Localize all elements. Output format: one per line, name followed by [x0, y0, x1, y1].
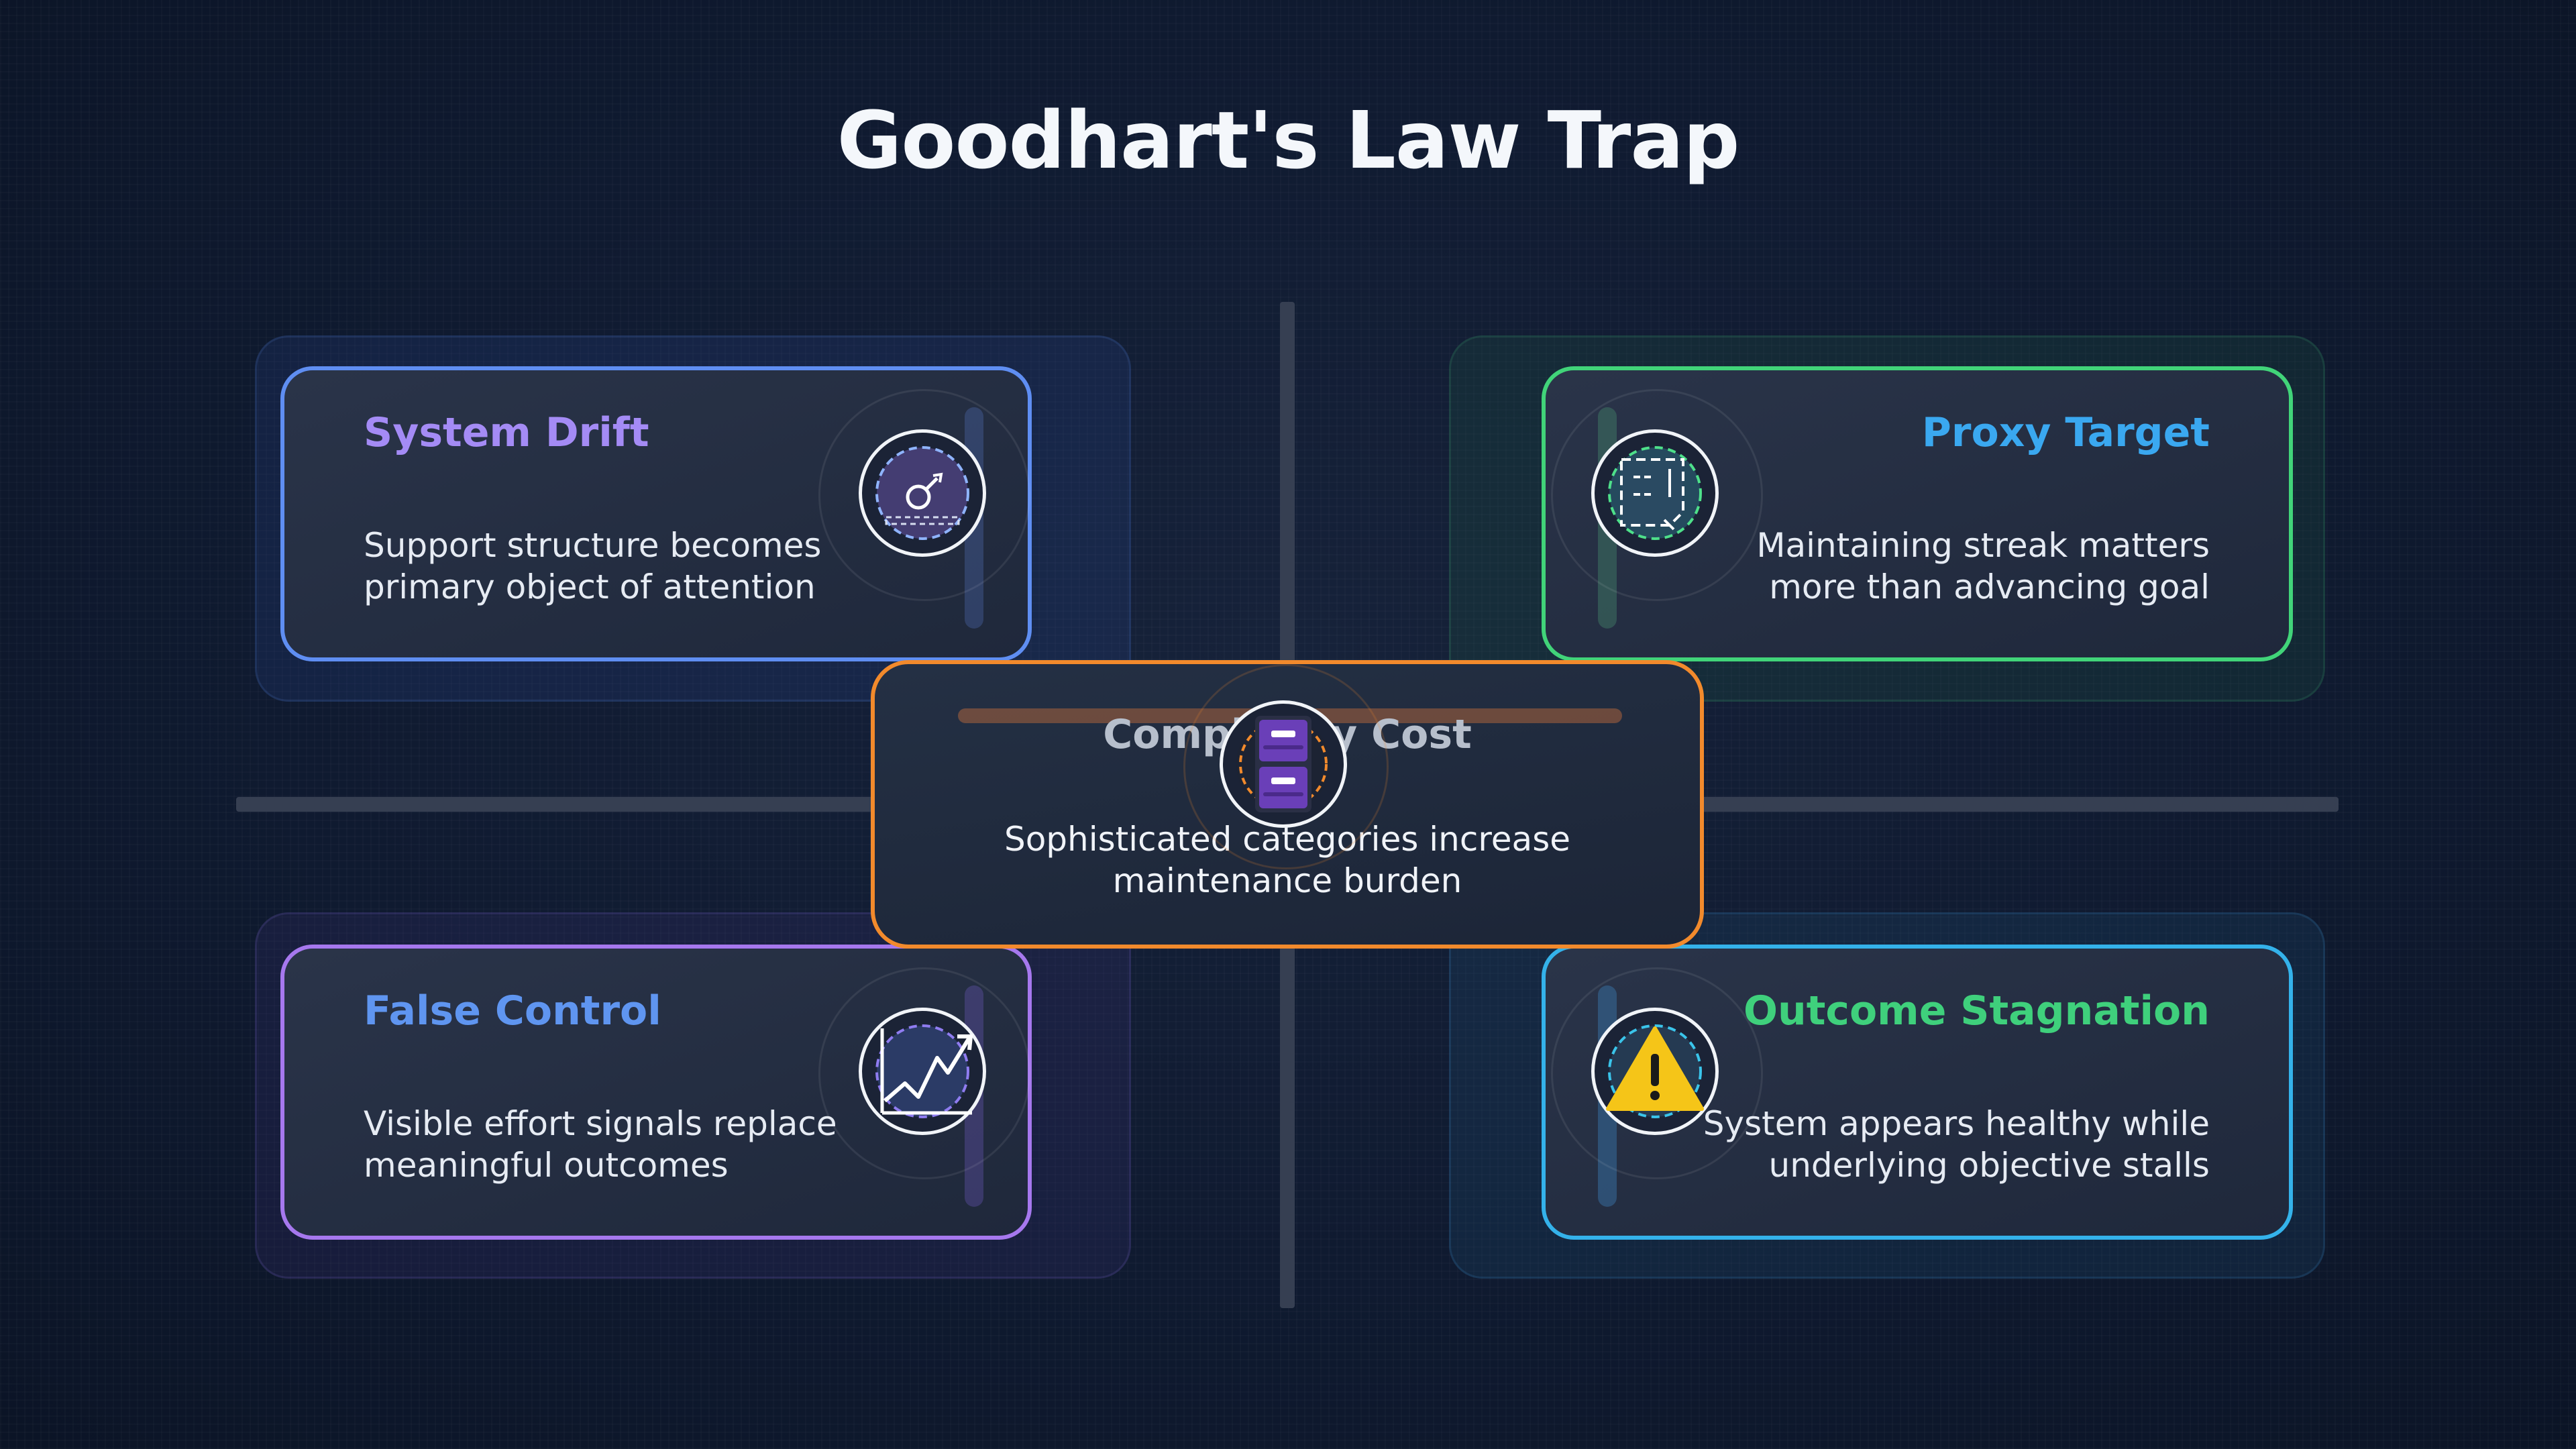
warning-icon	[1591, 1008, 1719, 1135]
target-icon	[859, 429, 986, 557]
card-complexity-cost: Complexity Cost Sophisticated categories…	[871, 660, 1704, 949]
icon-halo-ring	[1183, 664, 1389, 869]
card-outcome-stagnation: Outcome Stagnation System appears health…	[1542, 945, 2293, 1240]
trend-chart-icon	[859, 1008, 986, 1135]
card-false-control: False Control Visible effort signals rep…	[280, 945, 1032, 1240]
icon-halo-ring	[1551, 967, 1763, 1179]
icon-halo-ring	[1551, 389, 1763, 601]
page-title: Goodhart's Law Trap	[837, 94, 1740, 186]
card-system-drift: System Drift Support structure becomes p…	[280, 366, 1032, 661]
card-heading: False Control	[364, 987, 661, 1034]
icon-halo-ring	[818, 389, 1030, 601]
document-icon	[1591, 429, 1719, 557]
card-proxy-target: Proxy Target Maintaining streak matters …	[1542, 366, 2293, 661]
filing-cabinet-icon	[1220, 700, 1347, 828]
card-description: Maintaining streak matters more than adv…	[1756, 526, 2210, 606]
card-description: System appears healthy while underlying …	[1703, 1104, 2210, 1185]
icon-halo-ring	[818, 967, 1030, 1179]
card-description: Visible effort signals replace meaningfu…	[364, 1104, 837, 1185]
card-heading: System Drift	[364, 409, 649, 456]
card-heading: Proxy Target	[1921, 409, 2210, 456]
card-heading: Outcome Stagnation	[1743, 987, 2210, 1034]
card-description: Support structure becomes primary object…	[364, 526, 822, 606]
